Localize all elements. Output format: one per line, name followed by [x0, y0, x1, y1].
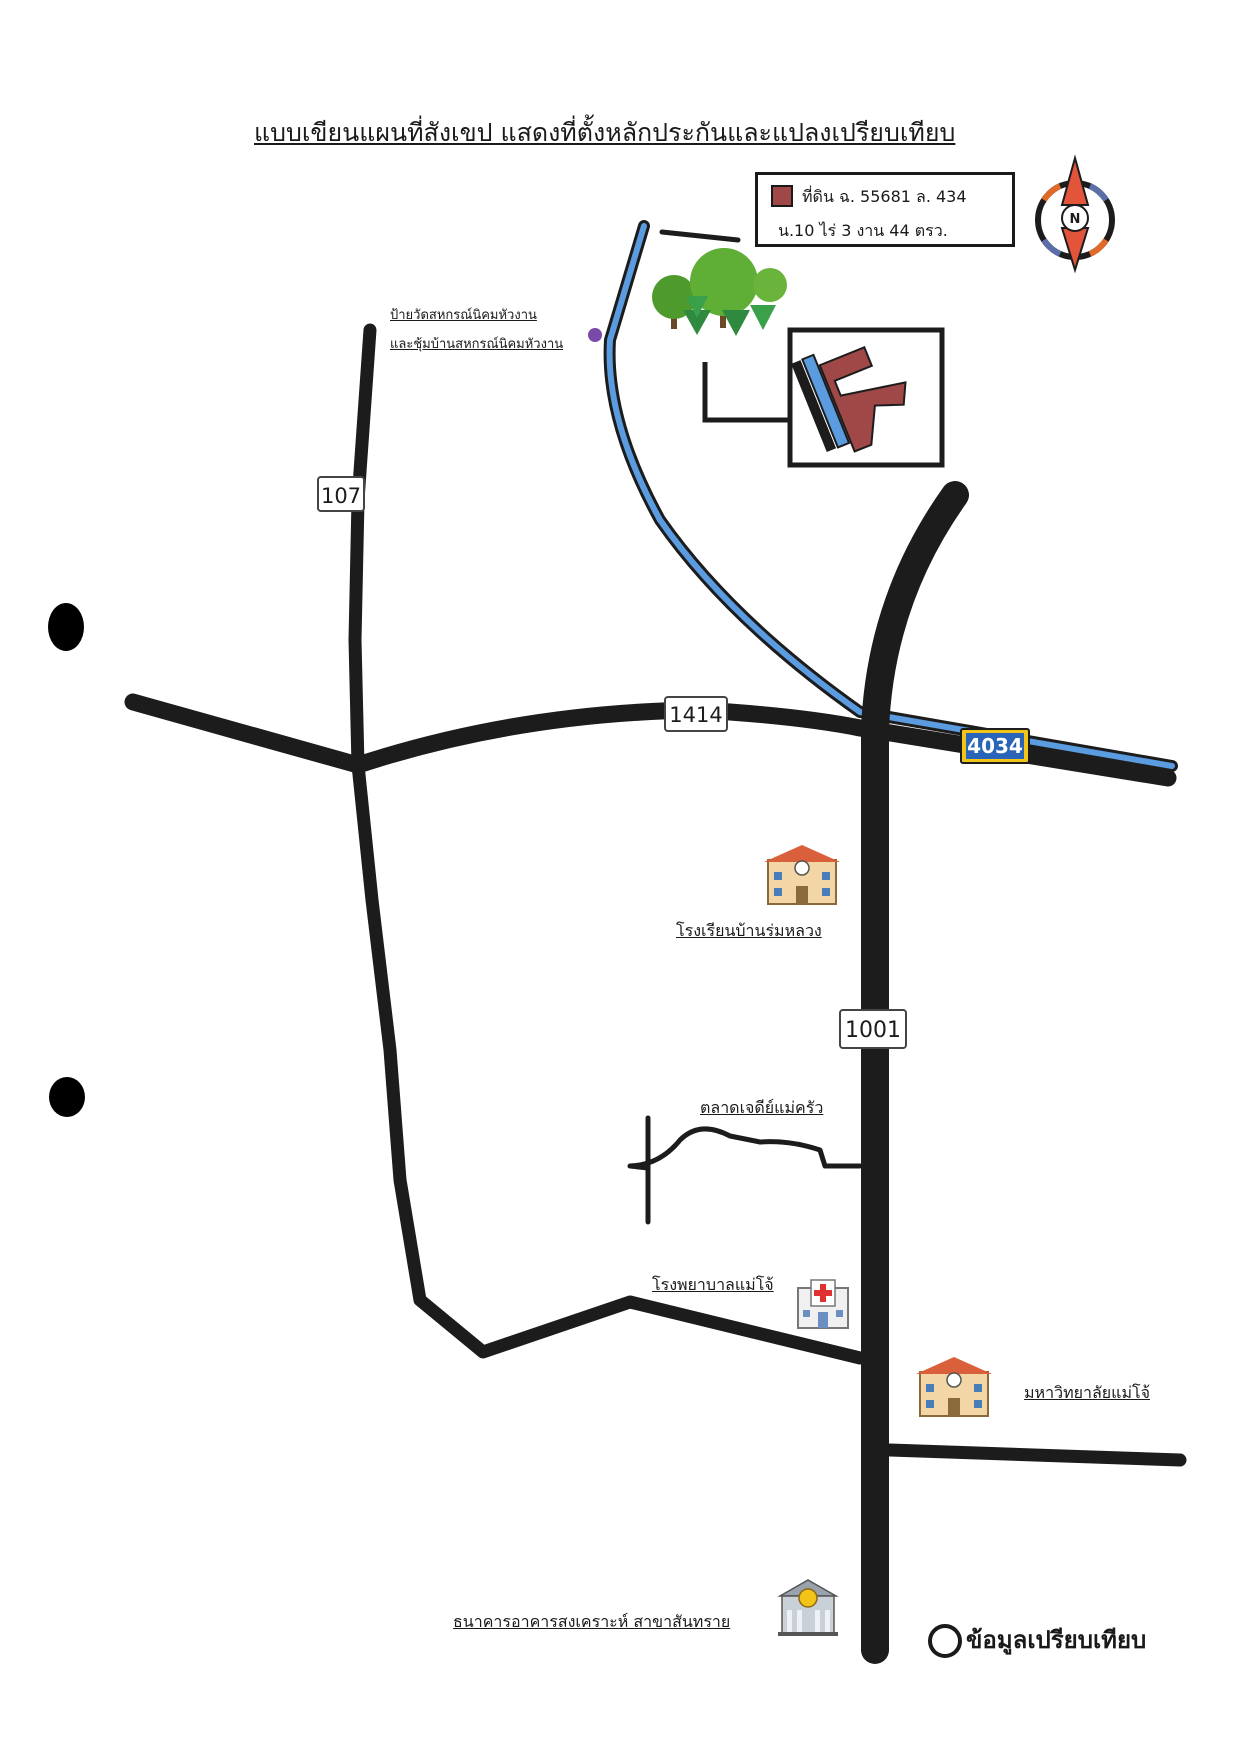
route-shield-1414: 1414: [664, 696, 728, 732]
road-north-stub: [659, 229, 741, 243]
collateral-plot-box: [702, 327, 945, 468]
trees-icon: [652, 248, 787, 336]
road-university: [883, 1443, 1187, 1467]
temple-label-line2: และชุ้มบ้านสหกรณ์นิคมหัวงาน: [390, 337, 564, 352]
legend-deed: ที่ดิน ฉ. 55681 ล. 434: [802, 187, 967, 206]
road-107: [348, 323, 867, 1365]
svg-text:107: 107: [321, 484, 361, 508]
comparison-legend: ข้อมูลเปรียบเทียบ: [928, 1620, 1146, 1659]
bank-label: ธนาคารอาคารสงเคราะห์ สาขาสันทราย: [453, 1612, 731, 1631]
svg-text:1414: 1414: [669, 703, 722, 727]
legend-area: น.10 ไร่ 3 งาน 44 ตรว.: [778, 221, 948, 240]
bank-building-icon: [777, 1579, 839, 1636]
temple-label-line1: ป้ายวัดสหกรณ์นิคมหัวงาน: [390, 308, 537, 323]
road-1414: [124, 693, 1177, 787]
canal: [603, 220, 1178, 772]
svg-text:1001: 1001: [845, 1018, 901, 1043]
plot-swatch-icon: [771, 185, 793, 207]
road-1001: [861, 481, 969, 1664]
comparison-label: ข้อมูลเปรียบเทียบ: [966, 1626, 1147, 1654]
temple-marker: [588, 328, 602, 342]
route-shield-1001: 1001: [839, 1009, 907, 1049]
route-shield-4034: 4034: [960, 728, 1030, 764]
road-market: [627, 1126, 863, 1171]
route-shield-107: 107: [317, 476, 365, 512]
binder-hole-marks: [48, 603, 85, 1117]
hospital-building-icon: [797, 1279, 849, 1329]
comparison-circle-icon: [928, 1624, 962, 1658]
university-label: มหาวิทยาลัยแม่โจ้: [1024, 1383, 1150, 1402]
legend-box: ที่ดิน ฉ. 55681 ล. 434 น.10 ไร่ 3 งาน 44…: [755, 172, 1015, 247]
roads: [124, 229, 1187, 1664]
compass-icon: N: [1035, 154, 1115, 274]
svg-text:4034: 4034: [967, 734, 1023, 758]
temple-label: ป้ายวัดสหกรณ์นิคมหัวงาน และชุ้มบ้านสหกรณ…: [390, 301, 563, 359]
map-title: แบบเขียนแผนที่สังเขป แสดงที่ตั้งหลักประก…: [254, 118, 956, 147]
market-label: ตลาดเจดีย์แม่ครัว: [700, 1098, 824, 1117]
school-building-icon: [764, 845, 840, 905]
hospital-label: โรงพยาบาลแม่โจ้: [652, 1275, 774, 1294]
compass-n-label: N: [1070, 212, 1081, 227]
school-label: โรงเรียนบ้านร่มหลวง: [676, 921, 822, 940]
university-building-icon: [916, 1357, 992, 1417]
